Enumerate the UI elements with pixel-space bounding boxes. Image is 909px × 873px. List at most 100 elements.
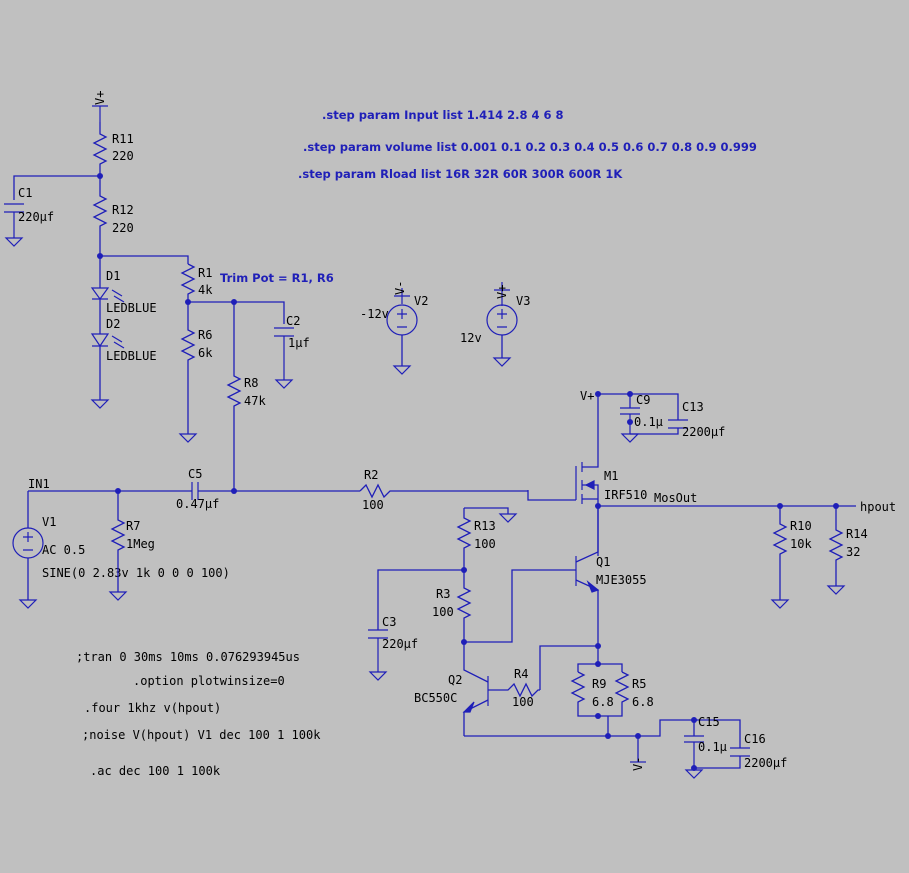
svg-text:LEDBLUE: LEDBLUE	[106, 301, 157, 315]
svg-text:R13: R13	[474, 519, 496, 533]
svg-text:BC550C: BC550C	[414, 691, 457, 705]
wire-r1-top[interactable]	[100, 255, 189, 264]
resistor-r14[interactable]: R14 32	[826, 506, 868, 595]
capacitor-c16[interactable]: C16 2200µf	[694, 732, 787, 770]
directive-option[interactable]: .option plotwinsize=0	[133, 674, 285, 688]
directive-ac[interactable]: .ac dec 100 1 100k	[90, 764, 221, 778]
svg-text:Q1: Q1	[596, 555, 610, 569]
resistor-r5[interactable]: R5 6.8	[598, 671, 654, 717]
svg-text:SINE(0 2.83v 1k 0 0 0 100): SINE(0 2.83v 1k 0 0 0 100)	[42, 566, 230, 580]
resistor-r4[interactable]: R4 100	[488, 667, 540, 709]
resistor-r10[interactable]: R10 10k	[770, 506, 812, 609]
svg-text:D2: D2	[106, 317, 120, 331]
directive-tran[interactable]: ;tran 0 30ms 10ms 0.076293945us	[76, 650, 300, 664]
capacitor-c15[interactable]: C15 0.1µ	[684, 715, 727, 779]
wire-decoupling-top[interactable]	[598, 393, 679, 420]
svg-text:100: 100	[512, 695, 534, 709]
svg-text:100: 100	[474, 537, 496, 551]
svg-text:220: 220	[112, 149, 134, 163]
vminus-flag[interactable]: V-	[630, 736, 646, 771]
svg-text:R2: R2	[364, 468, 378, 482]
svg-text:Q2: Q2	[448, 673, 462, 687]
svg-text:6.8: 6.8	[592, 695, 614, 709]
svg-text:C16: C16	[744, 732, 766, 746]
svg-text:220µf: 220µf	[18, 210, 54, 224]
svg-text:C5: C5	[188, 467, 202, 481]
svg-text:MJE3055: MJE3055	[596, 573, 647, 587]
svg-text:R14: R14	[846, 527, 868, 541]
svg-text:1µf: 1µf	[288, 336, 310, 350]
net-label-hpout[interactable]: hpout	[860, 500, 896, 514]
capacitor-c3[interactable]: C3 220µf	[368, 615, 418, 681]
bjt-q2[interactable]: Q2 BC550C	[414, 642, 489, 736]
wire-q2-base-r4[interactable]	[539, 645, 598, 690]
svg-text:R4: R4	[514, 667, 528, 681]
capacitor-c1[interactable]: C1 220µf	[4, 186, 54, 247]
svg-text:0.47µf: 0.47µf	[176, 497, 219, 511]
wire-q1-base[interactable]	[464, 569, 576, 643]
svg-text:-12v: -12v	[360, 307, 389, 321]
wire-c3-top[interactable]	[377, 569, 464, 630]
voltage-source-v1[interactable]: V1 AC 0.5 SINE(0 2.83v 1k 0 0 0 100)	[12, 491, 230, 609]
resistor-r8[interactable]: R8 47k	[226, 302, 266, 491]
svg-text:C15: C15	[698, 715, 720, 729]
capacitor-c2[interactable]: C2 1µf	[274, 314, 310, 389]
svg-text:V-: V-	[393, 281, 407, 295]
svg-text:R8: R8	[244, 376, 258, 390]
led-d2[interactable]: D2 LEDBLUE	[90, 299, 157, 409]
svg-text:R7: R7	[126, 519, 140, 533]
resistor-r12[interactable]: R12 220	[92, 176, 134, 256]
svg-text:C1: C1	[18, 186, 32, 200]
svg-text:C9: C9	[636, 393, 650, 407]
resistor-r3[interactable]: R3 100	[432, 570, 472, 642]
svg-text:6.8: 6.8	[632, 695, 654, 709]
directive-step-rload[interactable]: .step param Rload list 16R 32R 60R 300R …	[298, 167, 623, 181]
capacitor-c13[interactable]: C13 2200µf	[630, 400, 725, 439]
resistor-r7[interactable]: R7 1Meg	[108, 491, 155, 601]
voltage-source-v3[interactable]: V+ V3 12v	[460, 282, 530, 367]
wire-bottom-rail[interactable]	[464, 719, 741, 748]
directive-step-input[interactable]: .step param Input list 1.414 2.8 4 6 8	[322, 108, 564, 122]
directive-step-volume[interactable]: .step param volume list 0.001 0.1 0.2 0.…	[303, 140, 757, 154]
resistor-r11[interactable]: R11 220	[92, 122, 134, 176]
vplus-flag-drain[interactable]: V+	[580, 389, 599, 462]
svg-text:V-: V-	[631, 757, 645, 771]
svg-text:R1: R1	[198, 266, 212, 280]
svg-text:220µf: 220µf	[382, 637, 418, 651]
wire-c1-top[interactable]	[13, 175, 100, 200]
net-label-mosout[interactable]: MosOut	[654, 491, 697, 505]
resistor-r2[interactable]: R2 100	[359, 468, 528, 512]
capacitor-c5[interactable]: C5 0.47µf	[176, 467, 219, 511]
wire-pot-wiper[interactable]	[188, 301, 285, 324]
svg-text:R5: R5	[632, 677, 646, 691]
resistor-r1[interactable]: R1 4k	[180, 263, 213, 302]
svg-text:R6: R6	[198, 328, 212, 342]
svg-text:0.1µ: 0.1µ	[634, 415, 663, 429]
resistor-r9[interactable]: R9 6.8	[570, 671, 614, 717]
vplus-flag-top[interactable]: V+	[92, 91, 108, 122]
resistor-r13[interactable]: R13 100	[456, 507, 518, 570]
svg-text:R12: R12	[112, 203, 134, 217]
svg-text:V+: V+	[580, 389, 594, 403]
svg-text:IRF510: IRF510	[604, 488, 647, 502]
bjt-q1[interactable]: Q1 MJE3055	[575, 506, 647, 646]
svg-text:C3: C3	[382, 615, 396, 629]
svg-text:V1: V1	[42, 515, 56, 529]
resistor-r6[interactable]: R6 6k	[178, 302, 213, 443]
junction	[595, 713, 601, 719]
svg-text:10k: 10k	[790, 537, 812, 551]
led-d1[interactable]: D1 LEDBLUE	[90, 256, 157, 315]
directive-noise[interactable]: ;noise V(hpout) V1 dec 100 1 100k	[82, 728, 321, 742]
mosfet-m1[interactable]: M1 IRF510	[527, 462, 647, 506]
svg-text:AC 0.5: AC 0.5	[42, 543, 85, 557]
svg-text:V3: V3	[516, 294, 530, 308]
net-label-in1[interactable]: IN1	[28, 477, 50, 491]
voltage-source-v2[interactable]: V- V2 -12v	[360, 281, 428, 375]
svg-text:R9: R9	[592, 677, 606, 691]
directive-four[interactable]: .four 1khz v(hpout)	[84, 701, 221, 715]
svg-text:R3: R3	[436, 587, 450, 601]
wire-r9-r5-top[interactable]	[577, 646, 623, 672]
svg-text:47k: 47k	[244, 394, 266, 408]
trim-pot-note[interactable]: Trim Pot = R1, R6	[220, 271, 334, 285]
